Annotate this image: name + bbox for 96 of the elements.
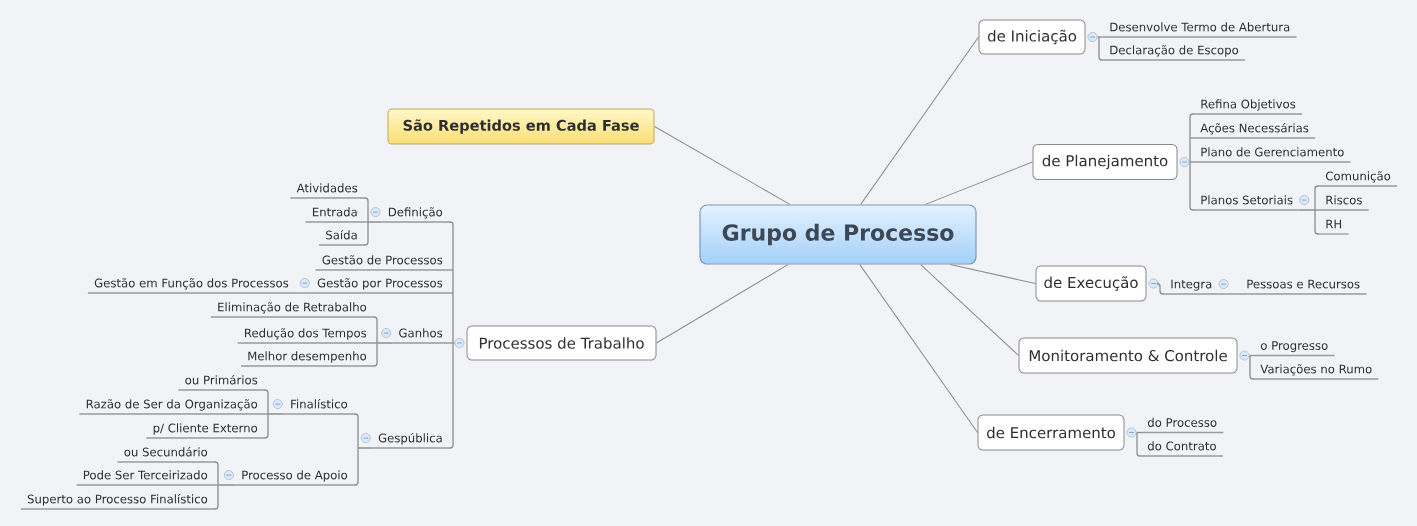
connector-line — [263, 434, 269, 439]
connector-line — [924, 161, 1033, 205]
subtopic-label: Declaração de Escopo — [1102, 45, 1246, 61]
subtopic-label: Gespública — [371, 432, 450, 449]
subtopic-label: Ações Necessárias — [1193, 122, 1316, 139]
connector-line — [859, 264, 978, 433]
subtopic-label: Saída — [318, 229, 365, 246]
subtopic-label: Ganhos — [391, 328, 450, 344]
connector-line — [1314, 185, 1320, 190]
connector-line — [1097, 36, 1100, 58]
connector-line — [860, 36, 979, 205]
connector-line — [1189, 206, 1195, 211]
connector-line — [353, 481, 359, 486]
connector-line — [448, 342, 454, 344]
connector-line — [1098, 56, 1104, 61]
subtopic-label: ou Primários — [177, 374, 265, 391]
connector-line — [1098, 36, 1104, 38]
subtopic-label: Comunição — [1318, 171, 1398, 187]
topic-box: de Encerramento — [977, 414, 1125, 451]
connector-line — [448, 221, 454, 226]
subtopic-label: Pode Ser Terceirizado — [75, 470, 215, 486]
subtopic-label: Finalístico — [283, 398, 355, 415]
connector-line — [267, 392, 285, 436]
connector-line — [213, 461, 219, 466]
connector-line — [1156, 282, 1165, 295]
connector-line — [1189, 161, 1195, 163]
connector-line — [1189, 137, 1195, 139]
subtopic-label: Definição — [380, 207, 450, 223]
subtopic-label: Redução dos Tempos — [236, 328, 374, 344]
connector-line — [656, 264, 789, 344]
connector-line — [363, 197, 369, 202]
connector-line — [1189, 113, 1195, 118]
connector-line — [1136, 431, 1142, 434]
topic-box: de Execução — [1035, 265, 1147, 302]
subtopic-label: Riscos — [1318, 195, 1370, 211]
connector-line — [448, 269, 454, 271]
connector-line — [1136, 452, 1142, 457]
connector-line — [1298, 188, 1316, 232]
connector-line — [357, 416, 373, 483]
connector-line — [1314, 230, 1320, 235]
topic-box: de Planejamento — [1032, 144, 1178, 180]
subtopic-label: Plano de Gerenciamento — [1193, 147, 1352, 163]
connector-line — [1217, 293, 1241, 295]
central-topic-box: Grupo de Processo — [699, 204, 977, 265]
connector-line — [263, 413, 269, 415]
connector-line — [452, 224, 455, 446]
connector-line — [448, 292, 454, 294]
connector-line — [1314, 209, 1320, 211]
connector-line — [213, 505, 219, 510]
connector-line — [1249, 354, 1255, 357]
subtopic-label: Atividades — [289, 183, 365, 199]
subtopic-label: Processo de Apoio — [234, 470, 355, 486]
connector-line — [213, 484, 219, 486]
connector-line — [363, 241, 369, 246]
subtopic-label: o Progresso — [1253, 341, 1336, 357]
connector-line — [654, 126, 791, 205]
subtopic-label: do Processo — [1140, 417, 1224, 434]
connector-line — [367, 200, 383, 243]
connector-line — [376, 319, 393, 364]
subtopic-label: Eliminação de Retrabalho — [210, 302, 374, 318]
connector-line — [363, 221, 369, 223]
subtopic-label: Refina Objetivos — [1193, 99, 1303, 115]
connector-line — [448, 444, 454, 449]
subtopic-label: RH — [1318, 219, 1350, 235]
connector-line — [372, 316, 378, 321]
topic-box: de Iniciação — [978, 19, 1086, 55]
subtopic-label: Integra — [1163, 279, 1220, 295]
connector-line — [353, 413, 359, 418]
subtopic-label: Gestão de Processos — [314, 255, 450, 271]
connector-line — [372, 342, 378, 344]
connector-line — [372, 362, 378, 367]
topic-box: Monitoramento & Controle — [1018, 337, 1238, 374]
connector-line — [217, 464, 236, 507]
connector-line — [920, 264, 1019, 356]
subtopic-label: Entrada — [304, 207, 365, 223]
connector-line — [1249, 354, 1251, 377]
connector-line — [263, 389, 269, 394]
topic-box: Processos de Trabalho — [466, 325, 657, 361]
subtopic-label: Melhor desempenho — [240, 351, 374, 367]
subtopic-label: p/ Cliente Externo — [145, 423, 265, 439]
highlighted-topic-box: São Repetidos em Cada Fase — [387, 108, 655, 145]
subtopic-label: Gestão por Processos — [310, 278, 450, 294]
subtopic-label: Desenvolve Termo de Abertura — [1102, 22, 1298, 38]
connector-line — [949, 264, 1036, 284]
subtopic-label: Pessoas e Recursos — [1239, 279, 1368, 295]
subtopic-label: Planos Setoriais — [1193, 195, 1300, 211]
subtopic-label: Variações no Rumo — [1253, 364, 1380, 380]
connector-line — [1249, 375, 1255, 380]
subtopic-label: ou Secundário — [116, 446, 215, 463]
connector-line — [1189, 116, 1191, 208]
subtopic-label: Superto ao Processo Finalístico — [20, 493, 215, 510]
subtopic-label: Gestão em Função dos Processos — [87, 278, 296, 294]
subtopic-label: do Contrato — [1140, 441, 1224, 457]
connector-line — [1136, 431, 1138, 454]
subtopic-label: Razão de Ser da Organização — [78, 399, 265, 415]
connector-line — [294, 292, 312, 294]
